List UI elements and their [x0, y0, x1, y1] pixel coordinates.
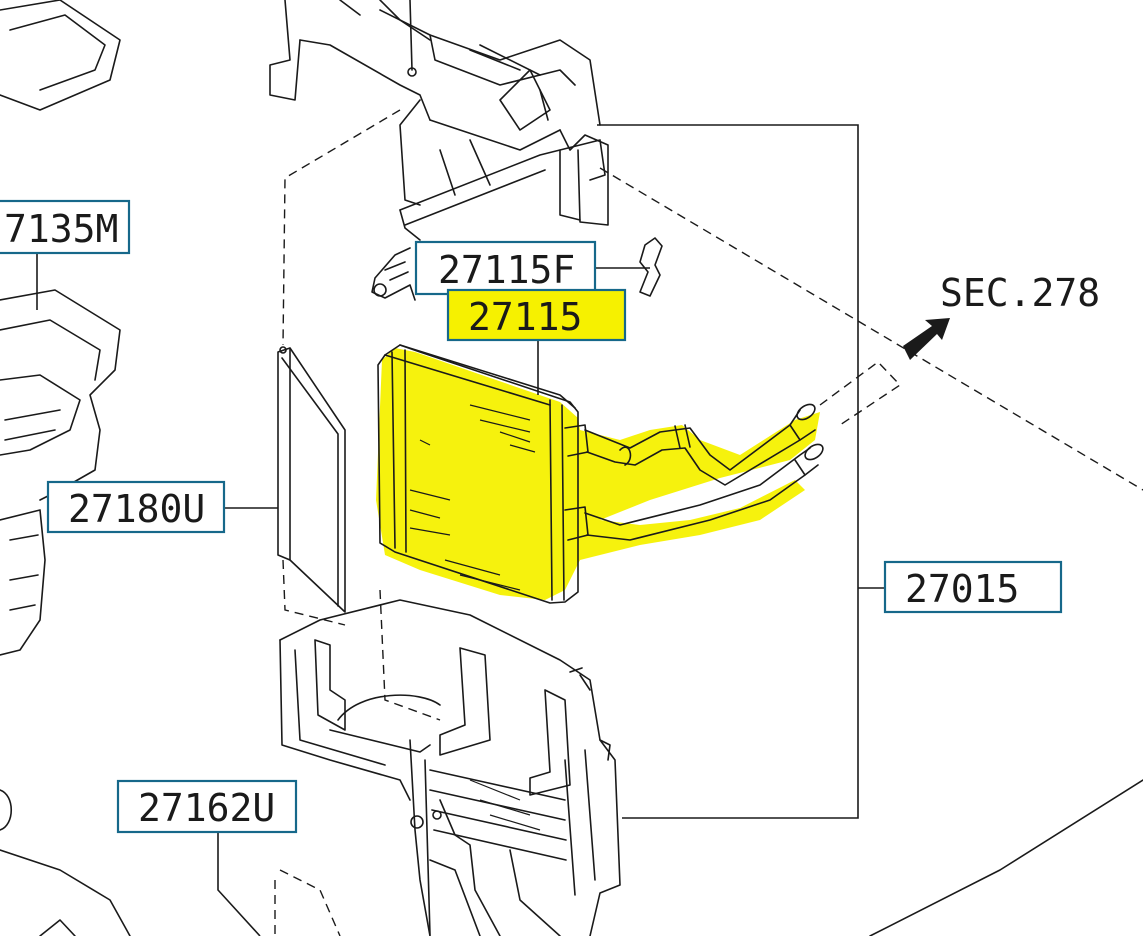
section-reference-text: SEC.278 — [940, 271, 1100, 315]
label-27162u[interactable]: 27162U — [116, 779, 298, 834]
right-edge-line — [869, 779, 1143, 936]
label-27015[interactable]: 27015 — [883, 560, 1063, 614]
callout-leaders — [36, 124, 885, 936]
lower-housing-part — [279, 599, 621, 936]
heater-core-part-27115[interactable] — [376, 344, 826, 604]
label-27162u-text: 27162U — [138, 786, 275, 830]
label-27115f-text: 27115F — [438, 248, 575, 292]
label-27015-text: 27015 — [905, 567, 1019, 611]
upper-duct-housing — [269, 0, 609, 241]
label-27115-text: 27115 — [468, 295, 582, 339]
dashed-leaders — [274, 109, 1143, 936]
left-housing-part — [0, 0, 121, 656]
label-27180u-text: 27180U — [68, 487, 205, 531]
bracket-clip-part — [371, 237, 663, 301]
label-27115f[interactable]: 27115F — [414, 240, 597, 296]
filter-part-27180u[interactable] — [277, 346, 346, 613]
label-27115-highlight — [446, 288, 627, 342]
label-7135m[interactable]: 7135M — [0, 199, 131, 255]
label-7135m-text: 7135M — [4, 207, 118, 251]
label-27115[interactable]: 27115 — [446, 288, 627, 342]
section-arrow-icon — [903, 318, 950, 360]
label-27180u[interactable]: 27180U — [46, 480, 226, 534]
section-reference[interactable]: SEC.278 — [940, 271, 1100, 315]
bottom-left-part — [0, 789, 131, 936]
